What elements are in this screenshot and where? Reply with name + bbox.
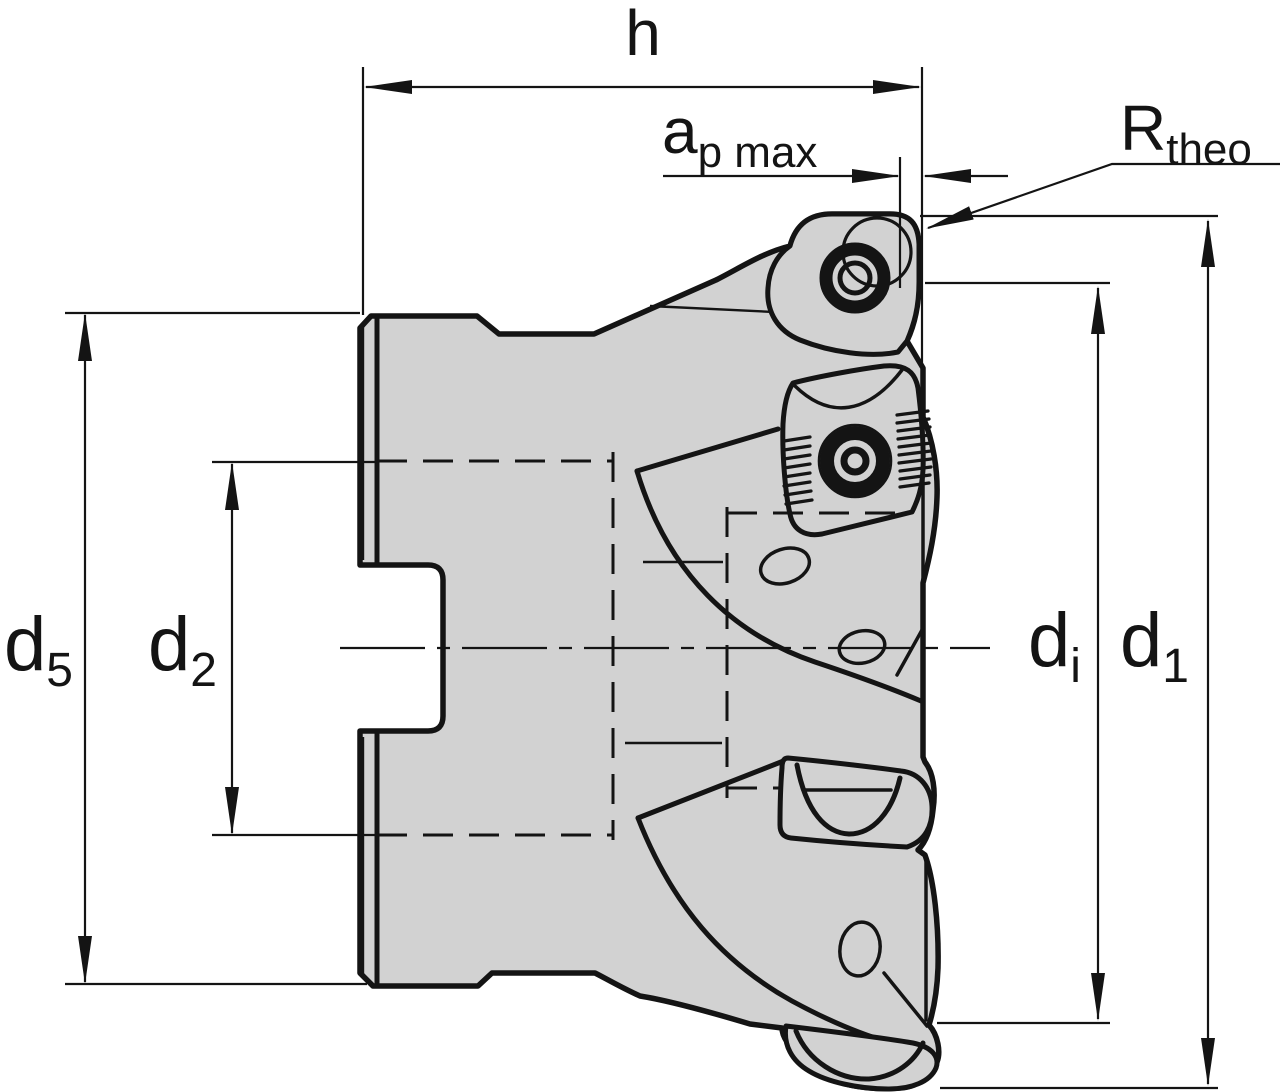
d5-label: d5: [4, 602, 73, 697]
hidden-bore-lines: [377, 452, 907, 840]
insert-middle: [777, 755, 935, 850]
insert-top: [765, 211, 922, 357]
chip-gash-upper-sweep: [634, 468, 924, 704]
insert-bottom-arc: [793, 1028, 926, 1082]
milling-cutter-body: [340, 211, 990, 1092]
dimension-h: h: [361, 0, 924, 365]
insert-clamp-middle: [780, 363, 933, 538]
d2-label: d2: [148, 602, 217, 697]
insert-bottom-outline: [782, 1023, 940, 1092]
di-label: di: [1028, 598, 1081, 693]
clearance-hole-b: [837, 628, 887, 666]
clamp-wedge-top-curve: [793, 368, 904, 410]
chip-gash-lower-lead: [635, 757, 789, 821]
insert-middle-outline: [777, 755, 935, 850]
dimension-r-theo: Rtheo: [926, 92, 1280, 230]
clearance-hole-a: [758, 546, 812, 586]
d1-label: d1: [1120, 598, 1189, 693]
insert-bottom: [782, 971, 940, 1092]
dimension-d5: d5: [4, 311, 367, 986]
chip-gash-upper-lead: [634, 426, 781, 474]
screw-top-outer-ring: [819, 242, 891, 314]
serration-marks-right: [895, 409, 933, 489]
insert-middle-u-curve: [794, 762, 903, 837]
h-label: h: [625, 0, 661, 69]
r-theo-leader: [926, 162, 1280, 230]
dimension-d1: d1: [920, 214, 1218, 1090]
dimension-ap-max: ap max: [662, 95, 1008, 288]
r-theo-label: Rtheo: [1120, 92, 1252, 174]
dimension-di: di: [925, 281, 1110, 1025]
screw-mid-outer-ring: [820, 426, 890, 496]
screw-mid-rim: [817, 423, 893, 499]
insert-bottom-pocket-line: [882, 971, 929, 1028]
gash-edge-right-upper: [895, 628, 924, 677]
serration-marks-left: [782, 435, 814, 506]
dimension-d2: d2: [148, 460, 377, 837]
clearance-hole-c: [838, 920, 882, 978]
screw-mid-inner-ring: [840, 446, 870, 476]
ap-max-label: ap max: [662, 95, 817, 177]
screw-top-inner-ring: [837, 260, 873, 296]
